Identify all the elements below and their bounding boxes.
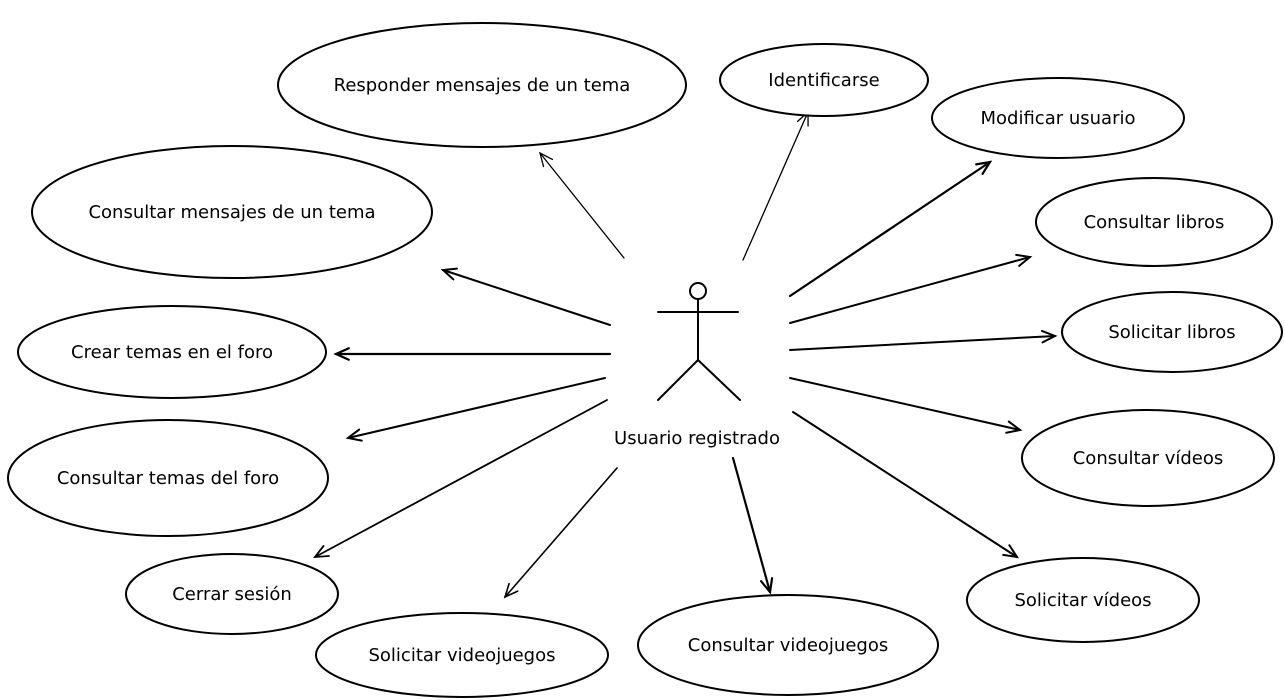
arrowhead-modificar-usuario [975,160,993,175]
arrowhead-solicitar-libros [1040,329,1058,344]
association-consultar-temas-del-foro [347,377,606,439]
use-case-ellipse [1021,409,1275,507]
use-case-ellipse [125,553,339,635]
use-case-ellipse [637,594,939,696]
use-case-label: Crear temas en el foro [71,342,273,363]
arrowhead-responder-mensajes-de-un-tema [539,151,554,168]
use-case-ellipse [1035,177,1273,267]
use-case-label: Consultar mensajes de un tema [88,202,375,223]
actor-right-leg [697,359,741,401]
use-case-label: Cerrar sesión [172,584,292,605]
use-case-solicitar-videojuegos[interactable]: Solicitar videojuegos [315,612,609,698]
use-case-label: Consultar vídeos [1073,448,1224,469]
use-case-modificar-usuario[interactable]: Modificar usuario [931,77,1185,159]
arrowhead-solicitar-videojuegos [503,582,519,599]
use-case-label: Solicitar videojuegos [368,645,555,666]
use-case-consultar-videojuegos[interactable]: Consultar videojuegos [637,594,939,696]
use-case-ellipse [7,419,329,537]
use-case-ellipse [315,612,609,698]
use-case-consultar-temas-del-foro[interactable]: Consultar temas del foro [7,419,329,537]
use-case-label: Modificar usuario [981,108,1136,129]
use-case-label: Responder mensajes de un tema [334,75,631,96]
arrowhead-consultar-videojuegos [759,577,774,595]
use-case-cerrar-sesion[interactable]: Cerrar sesión [125,553,339,635]
use-case-ellipse [931,77,1185,159]
arrowhead-consultar-temas-del-foro [345,428,363,442]
arrowhead-cerrar-sesion [313,545,330,559]
arrowhead-crear-temas-en-el-foro [333,347,350,361]
actor-head [689,282,707,300]
use-case-ellipse [31,145,433,279]
association-consultar-mensajes-de-un-tema [442,269,611,326]
use-case-label: Identificarse [768,70,879,91]
use-case-responder-mensajes-de-un-tema[interactable]: Responder mensajes de un tema [277,22,687,148]
arrowhead-solicitar-videos [1002,544,1020,559]
use-case-label: Consultar videojuegos [688,635,888,656]
actor-name: Usuario registrado [614,428,780,449]
association-identificarse [742,111,809,261]
use-case-solicitar-videos[interactable]: Solicitar vídeos [966,557,1200,643]
association-consultar-libros [789,256,1031,324]
association-consultar-videos [789,377,1021,431]
association-modificar-usuario [788,160,992,298]
actor-usuario-registrado[interactable]: Usuario registrado [614,282,780,449]
use-case-crear-temas-en-el-foro[interactable]: Crear temas en el foro [17,305,327,399]
use-case-ellipse [966,557,1200,643]
use-case-label: Consultar temas del foro [57,468,279,489]
use-case-ellipse [1061,291,1283,373]
association-solicitar-libros [789,335,1056,351]
use-case-label: Consultar libros [1084,212,1225,233]
arrowhead-consultar-libros [1015,253,1033,267]
association-cerrar-sesion [314,399,608,558]
association-solicitar-videos [792,411,1018,558]
use-case-label: Solicitar libros [1108,322,1235,343]
association-solicitar-videojuegos [504,467,618,598]
association-consultar-videojuegos [731,456,772,594]
use-case-label: Solicitar vídeos [1014,590,1151,611]
use-case-ellipse [17,305,327,399]
use-case-consultar-mensajes-de-un-tema[interactable]: Consultar mensajes de un tema [31,145,433,279]
use-case-identificarse[interactable]: Identificarse [719,43,929,117]
associations [313,110,1058,599]
use-case-ellipse [719,43,929,117]
use-case-solicitar-libros[interactable]: Solicitar libros [1061,291,1283,373]
use-case-consultar-videos[interactable]: Consultar vídeos [1021,409,1275,507]
use-case-ellipse [277,22,687,148]
arrowhead-consultar-videos [1005,420,1023,434]
actor-left-leg [657,359,699,401]
association-responder-mensajes-de-un-tema [539,152,625,259]
use-case-consultar-libros[interactable]: Consultar libros [1035,177,1273,267]
arrowhead-consultar-mensajes-de-un-tema [440,267,458,281]
